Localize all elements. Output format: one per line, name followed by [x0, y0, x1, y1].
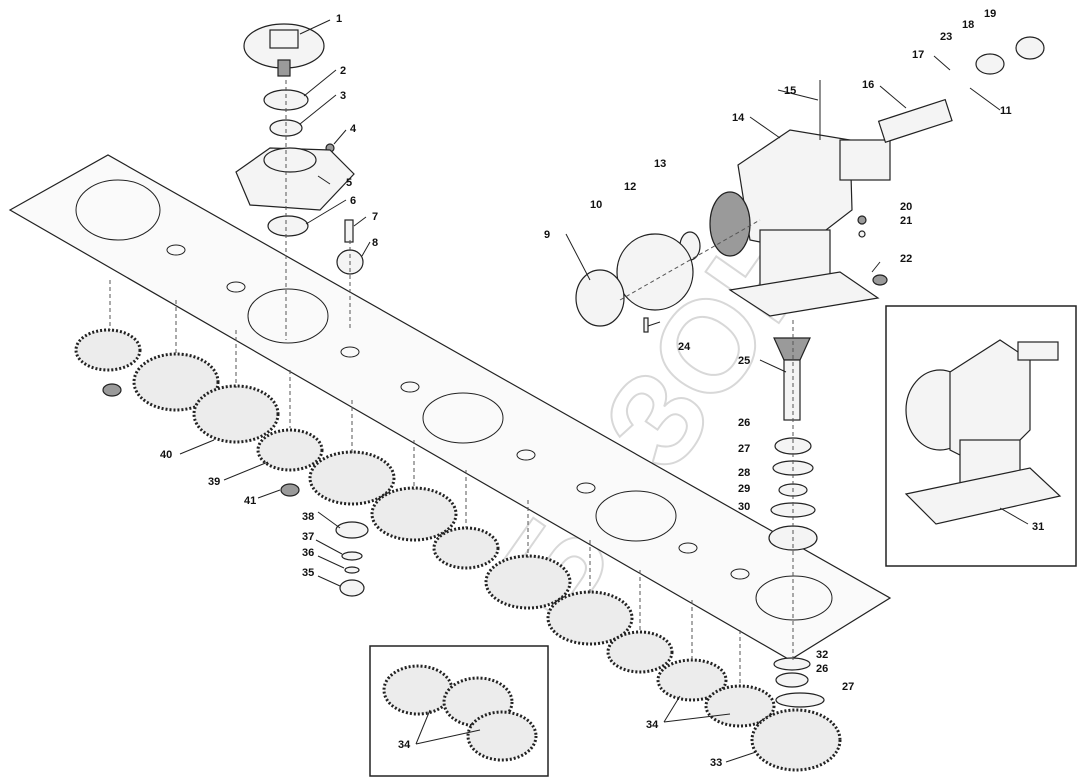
- callout-22: 22: [900, 253, 912, 265]
- centerlines: [109, 80, 794, 686]
- callout-26b: 26: [816, 663, 828, 675]
- callout-12: 12: [624, 181, 636, 193]
- callout-27a: 27: [738, 443, 750, 455]
- callout-16: 16: [862, 79, 874, 91]
- callout-13: 13: [654, 158, 666, 170]
- callout-26a: 26: [738, 417, 750, 429]
- callout-18: 18: [962, 19, 974, 31]
- callout-28: 28: [738, 467, 750, 479]
- callout-38: 38: [302, 511, 314, 523]
- callout-32: 32: [816, 649, 828, 661]
- callout-41: 41: [244, 495, 256, 507]
- callout-15: 15: [784, 85, 796, 97]
- callout-33: 33: [710, 757, 722, 769]
- callout-10: 10: [590, 199, 602, 211]
- callout-5: 5: [346, 177, 352, 189]
- callout-14: 14: [732, 112, 745, 124]
- callout-19: 19: [984, 8, 996, 20]
- callout-35: 35: [302, 567, 314, 579]
- callout-36: 36: [302, 547, 314, 559]
- leader-lines: [179, 19, 1029, 763]
- callout-31: 31: [1032, 521, 1044, 533]
- callout-24: 24: [678, 341, 691, 353]
- gear-train: [74, 328, 842, 772]
- callout-21: 21: [900, 215, 912, 227]
- callout-37: 37: [302, 531, 314, 543]
- upper-bearing-group: [235, 23, 364, 275]
- callout-9: 9: [544, 229, 550, 241]
- gearbox-group: [575, 36, 1045, 333]
- cutter-bar-plate: [8, 154, 892, 661]
- callout-11: 11: [1000, 105, 1012, 117]
- inset-gears-drawing: [382, 664, 538, 762]
- callout-30: 30: [738, 501, 750, 513]
- callout-3: 3: [340, 90, 346, 102]
- callout-39: 39: [208, 476, 220, 488]
- callout-6: 6: [350, 195, 356, 207]
- callout-4: 4: [350, 123, 357, 135]
- callout-7: 7: [372, 211, 378, 223]
- plate-holes: [75, 179, 833, 621]
- callout-2: 2: [340, 65, 346, 77]
- callout-1: 1: [336, 13, 342, 25]
- callout-29: 29: [738, 483, 750, 495]
- callout-25: 25: [738, 355, 750, 367]
- callout-20: 20: [900, 201, 912, 213]
- callout-17: 17: [912, 49, 924, 61]
- callout-labels: 1 2 3 4 5 6 7 8 9 10 11 12 13 14 15 16 1…: [160, 8, 1044, 769]
- inset-gearbox-drawing: [904, 339, 1062, 525]
- callout-34-inset: 34: [398, 739, 411, 751]
- callout-27b: 27: [842, 681, 854, 693]
- callout-40: 40: [160, 449, 172, 461]
- callout-34-main: 34: [646, 719, 659, 731]
- callout-8: 8: [372, 237, 378, 249]
- callout-23: 23: [940, 31, 952, 43]
